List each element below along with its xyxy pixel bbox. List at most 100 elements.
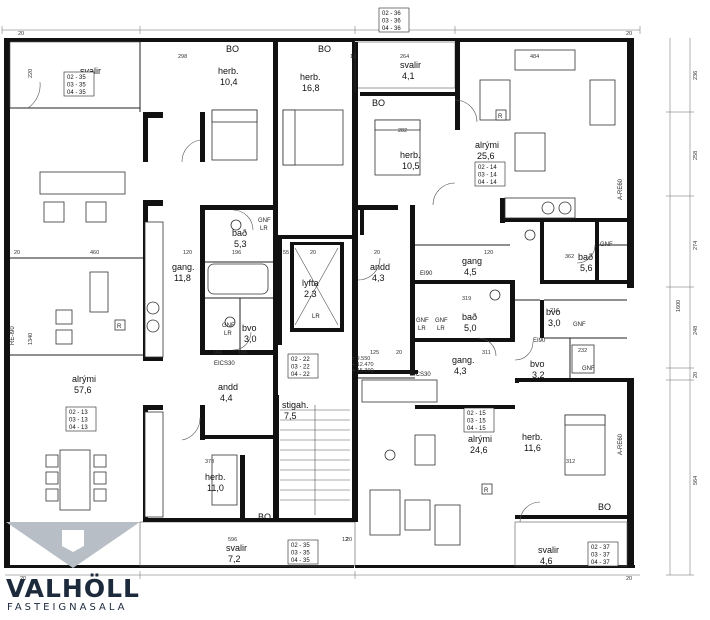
lr-label: LR [224, 331, 232, 337]
elevation-3: + 15.390 [352, 368, 374, 374]
apartment-tag-line: 03 - 36 [382, 19, 401, 25]
dim-text: 1600 [676, 300, 682, 312]
room-name: stigah. [282, 400, 309, 410]
room-name: alrými [475, 140, 499, 150]
re-label: RE-I90 [10, 326, 16, 345]
ei90-label: EI90 [420, 271, 433, 277]
dim-text: 55 [283, 250, 289, 256]
dim-text: 20 [14, 250, 20, 256]
dim-text: 312 [566, 459, 575, 465]
dim-text: 319 [462, 296, 471, 302]
apartment-tag-line: 02 - 37 [591, 545, 610, 551]
apartment-tag-line: 03 - 37 [591, 553, 610, 559]
room-area: 3,0 [548, 318, 561, 328]
r-marker: R [114, 319, 126, 331]
are-label: A-RE60 [618, 433, 624, 455]
dim-text: 258 [693, 151, 699, 160]
apartment-tag-line: 04 - 22 [291, 372, 310, 378]
dimension-lines [1, 26, 694, 579]
dim-text: 12 [342, 537, 348, 543]
dim-text: 166 [213, 350, 222, 356]
dim-text: 20 [346, 537, 352, 543]
r-marker: R [481, 483, 493, 495]
room-name: bað [232, 228, 247, 238]
dim-text: 282 [398, 128, 407, 134]
dim-text: 20 [310, 250, 316, 256]
room-name: bað [462, 312, 477, 322]
room-area: 2,3 [304, 289, 317, 299]
room-area: 4,3 [454, 366, 467, 376]
room-name: gang [462, 256, 482, 266]
gnf-label: GNF [416, 318, 429, 324]
room-name: herb. [400, 150, 421, 160]
r-marker: R [495, 109, 507, 121]
gnf-label: GNF [258, 218, 271, 224]
apartment-tag-line: 02 - 22 [291, 357, 310, 363]
room-area: 7,2 [228, 554, 241, 564]
bo-label: BO [258, 512, 271, 522]
lr-label: LR [437, 326, 445, 332]
dimension-text: 20 298 12 264 20 236 258 274 248 20 564 … [14, 31, 699, 582]
dim-text: 311 [482, 350, 491, 356]
elevation-2: + 12.470 [352, 362, 374, 368]
room-name: svalir [400, 60, 421, 70]
room-name: svalir [80, 66, 101, 76]
dim-text: 460 [90, 250, 99, 256]
brand-subtitle: FASTEIGNASALA [7, 602, 128, 613]
dim-text: 378 [205, 459, 214, 465]
door-swings [27, 81, 596, 523]
room-name: andd [370, 262, 390, 272]
dim-text: 20 [374, 250, 380, 256]
apartment-tag-line: 02 - 35 [67, 75, 86, 81]
dim-text: 484 [530, 54, 539, 60]
dim-text: 264 [400, 54, 409, 60]
room-area: 4,4 [220, 393, 233, 403]
room-area: 3,2 [532, 370, 545, 380]
partition-lines [10, 42, 627, 379]
room-name: lyfta [302, 278, 319, 288]
dim-text: 120 [183, 250, 192, 256]
apartment-tag-line: 04 - 13 [69, 425, 88, 431]
room-area: 10,4 [220, 77, 238, 87]
room-area: 3,0 [244, 334, 257, 344]
room-name: svalir [538, 545, 559, 555]
ei90-label: EI90 [533, 338, 546, 344]
lr-label: LR [418, 326, 426, 332]
room-area: 57,6 [74, 385, 92, 395]
room-area: 25,6 [477, 151, 495, 161]
valholl-logo-mark [6, 522, 140, 568]
dim-text: 596 [228, 537, 237, 543]
dim-text: 196 [232, 250, 241, 256]
apartment-tag-line: 04 - 35 [67, 90, 86, 96]
dim-text: 236 [693, 71, 699, 80]
room-name: bvo [242, 323, 257, 333]
are-label: A-RE60 [618, 178, 624, 200]
gnf-label: GNF [435, 318, 448, 324]
bo-label: BO [598, 502, 611, 512]
apartment-tag-line: 02 - 14 [478, 165, 497, 171]
room-area: 4,5 [464, 267, 477, 277]
room-name: bvo [530, 359, 545, 369]
bo-label: BO [226, 44, 239, 54]
room-name: herb. [522, 432, 543, 442]
apartment-tag-line: 02 - 13 [69, 410, 88, 416]
room-area: 10,5 [402, 161, 420, 171]
gnf-label: GNF [582, 366, 595, 372]
room-area: 5,6 [580, 263, 593, 273]
elevation-1: ± 9.550 [352, 356, 370, 362]
dim-text: 298 [178, 54, 187, 60]
apartment-tag-line: 03 - 14 [478, 173, 497, 179]
room-area: 4,6 [540, 556, 553, 566]
room-name: herb. [205, 472, 226, 482]
apartment-tag-line: 03 - 35 [291, 551, 310, 557]
eics-label: EICS30 [410, 372, 431, 378]
apartment-tag-line: 02 - 36 [382, 11, 401, 17]
